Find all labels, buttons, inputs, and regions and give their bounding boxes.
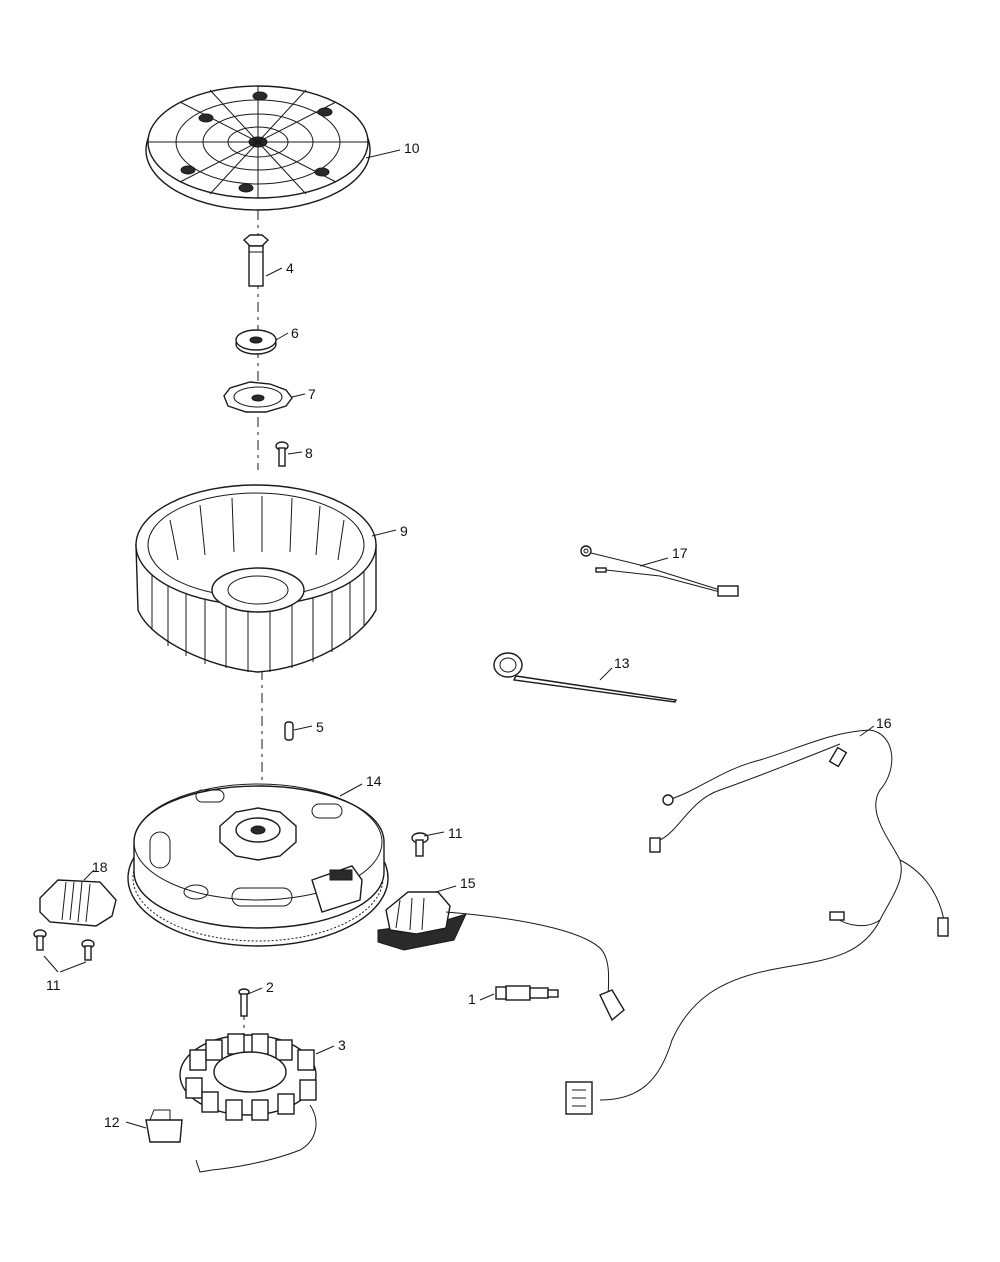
- cable-tie: [493, 652, 678, 703]
- wire-clip: [145, 1109, 183, 1143]
- callout-7: 7: [308, 386, 316, 402]
- callout-15: 15: [460, 875, 476, 891]
- flywheel-bolt: [242, 234, 270, 287]
- screw-lower-left: [33, 929, 47, 951]
- callout-2: 2: [266, 979, 274, 995]
- spark-plug: [495, 985, 559, 1001]
- fan-retainer: [223, 381, 293, 413]
- ignition-module: [377, 891, 625, 1022]
- cooling-fan: [135, 484, 377, 673]
- callout-12: 12: [104, 1114, 120, 1130]
- screw-lower-right: [81, 939, 95, 961]
- stator-screw: [238, 988, 250, 1017]
- screw-upper: [411, 832, 429, 857]
- flywheel-key: [284, 721, 294, 741]
- callout-5: 5: [316, 719, 324, 735]
- callout-9: 9: [400, 523, 408, 539]
- callout-labels: 1 2 3 4 5 6 7 8 9 10 11 11 12 13 14 15 1…: [46, 140, 892, 1130]
- fan-screw: [275, 441, 289, 467]
- callout-10: 10: [404, 140, 420, 156]
- washer: [235, 329, 277, 355]
- stator: [179, 1033, 317, 1173]
- callout-13: 13: [614, 655, 630, 671]
- callout-11-lower: 11: [46, 977, 61, 993]
- callout-17: 17: [672, 545, 688, 561]
- rectifier-regulator: [39, 879, 117, 927]
- wiring-harness: [565, 729, 949, 1115]
- flywheel: [127, 783, 389, 947]
- callout-14: 14: [366, 773, 382, 789]
- callout-11-upper: 11: [448, 825, 463, 841]
- callout-8: 8: [305, 445, 313, 461]
- callout-3: 3: [338, 1037, 346, 1053]
- callout-4: 4: [286, 260, 294, 276]
- fan-screen-cover: [145, 85, 371, 211]
- callout-1: 1: [468, 991, 476, 1007]
- callout-16: 16: [876, 715, 892, 731]
- leader-lines: [43, 149, 875, 1129]
- ground-wire: [580, 545, 739, 597]
- callout-6: 6: [291, 325, 299, 341]
- callout-18: 18: [92, 859, 108, 875]
